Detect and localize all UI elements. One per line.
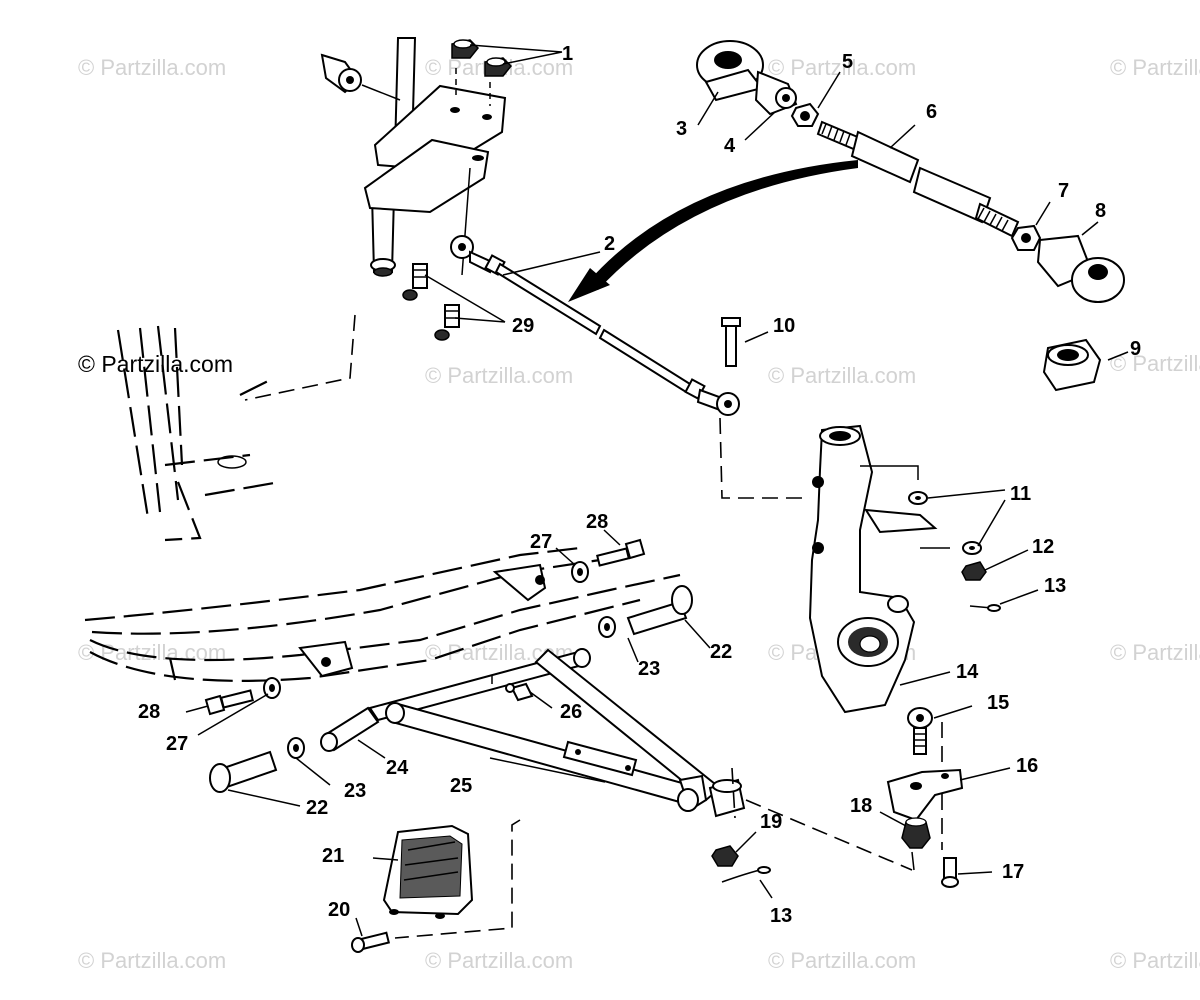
adjustable-tie-rod-assembly	[696, 40, 1125, 392]
callout-28-lower: 28	[138, 701, 160, 723]
callout-14: 14	[956, 661, 979, 683]
callout-13-lower: 13	[770, 905, 792, 927]
frame-lower	[84, 546, 681, 682]
callout-25: 25	[450, 775, 472, 797]
callout-20: 20	[328, 899, 350, 921]
callout-1: 1	[562, 43, 573, 65]
spindle-assembly	[808, 424, 1001, 888]
callout-19: 19	[760, 811, 782, 833]
direction-arrow	[568, 160, 858, 302]
watermark: © Partzilla.com	[768, 948, 916, 973]
callout-5: 5	[842, 51, 853, 73]
callout-23-lower: 23	[344, 780, 366, 802]
callout-6: 6	[926, 101, 937, 123]
callout-27-lower: 27	[166, 733, 188, 755]
tie-rod	[450, 235, 810, 499]
callout-23-upper: 23	[638, 658, 660, 680]
watermark: © Partzilla.com	[1110, 640, 1200, 665]
watermarks: © Partzilla.com © Partzilla.com © Partzi…	[78, 55, 1200, 973]
callout-24: 24	[386, 757, 409, 779]
watermark: © Partzilla.com	[425, 363, 573, 388]
a-arm-assembly	[204, 538, 915, 953]
callout-21: 21	[322, 845, 344, 867]
watermark: © Partzilla.com	[1110, 351, 1200, 376]
callout-26: 26	[560, 701, 582, 723]
callout-12: 12	[1032, 536, 1054, 558]
watermark: © Partzilla.com	[78, 948, 226, 973]
callout-2: 2	[604, 233, 615, 255]
callout-11: 11	[1010, 483, 1031, 505]
callout-22-lower: 22	[306, 797, 328, 819]
callout-9: 9	[1130, 338, 1141, 360]
watermark: © Partzilla.com	[768, 55, 916, 80]
watermark: © Partzilla.com	[1110, 55, 1200, 80]
watermark: © Partzilla.com	[425, 948, 573, 973]
callout-27-upper: 27	[530, 531, 552, 553]
watermark: © Partzilla.com	[1110, 948, 1200, 973]
watermark: © Partzilla.com	[78, 640, 226, 665]
callout-3: 3	[676, 118, 687, 140]
callout-15: 15	[987, 692, 1009, 714]
callout-13-upper: 13	[1044, 575, 1066, 597]
steering-post-assembly	[320, 37, 513, 341]
callout-4: 4	[724, 135, 736, 157]
callout-29: 29	[512, 315, 534, 337]
watermark: © Partzilla.com	[78, 55, 226, 80]
frame-left	[116, 314, 356, 542]
watermark: © Partzilla.com	[768, 363, 916, 388]
leader-lines	[185, 44, 1129, 937]
watermark-main: © Partzilla.com	[78, 351, 233, 377]
callout-8: 8	[1095, 200, 1106, 222]
callout-10: 10	[773, 315, 795, 337]
callout-22-upper: 22	[710, 641, 732, 663]
callout-7: 7	[1058, 180, 1069, 202]
callout-16: 16	[1016, 755, 1038, 777]
callouts: 1 2 3 4 5 6 7 8 9 10 11 12 13 14 15 16 1…	[138, 43, 1141, 927]
callout-17: 17	[1002, 861, 1024, 883]
callout-28-upper: 28	[586, 511, 608, 533]
callout-18: 18	[850, 795, 872, 817]
